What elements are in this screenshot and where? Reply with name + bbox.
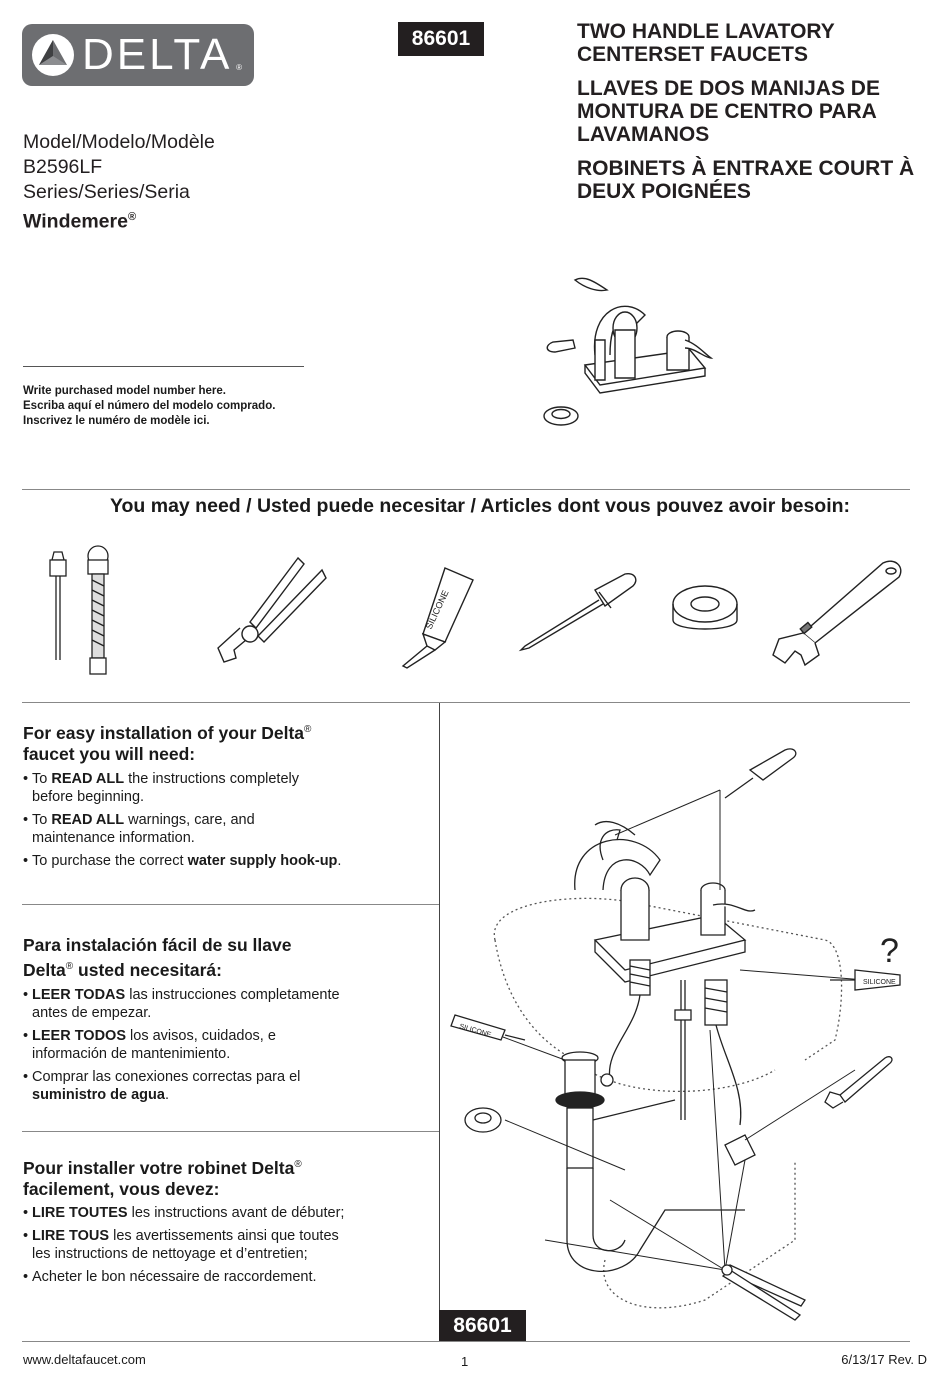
list-item-bold: water supply hook-up — [187, 853, 338, 869]
delta-logo: DELTA ® — [22, 24, 254, 86]
series-label: Series/Series/Seria — [23, 181, 190, 203]
list-item: •Comprar las conexiones correctas para e… — [23, 1069, 301, 1103]
series-reg: ® — [127, 211, 137, 223]
write-model-en: Write purchased model number here. — [23, 385, 227, 397]
bullet-list-es: •LEER TODAS las instrucciones completame… — [23, 986, 423, 1109]
list-item-text: antes de empezar. — [32, 1005, 152, 1021]
list-item-text: los avisos, cuidados, e — [126, 1028, 276, 1044]
write-model-note: Write purchased model number here. Escri… — [23, 384, 275, 429]
footer-page-number: 1 — [461, 1354, 469, 1369]
bullet-list-en: •To READ ALL the instructions completely… — [23, 770, 423, 875]
divider-es-fr — [22, 1131, 439, 1132]
list-item: •LIRE TOUS les avertissements ainsi que … — [23, 1228, 339, 1262]
list-item-text: . — [337, 853, 342, 869]
brand-name: DELTA — [82, 30, 233, 79]
list-item-bold: LEER TODOS — [32, 1028, 126, 1044]
reg-mark: ® — [65, 961, 74, 972]
delta-triangle-icon — [32, 34, 74, 76]
list-item-bold: LEER TODAS — [32, 987, 126, 1003]
divider-footer — [22, 1341, 910, 1342]
divider-top — [22, 489, 910, 490]
section-heading-fr-line1: Pour installer votre robinet Delta — [23, 1157, 295, 1178]
section-heading-es: Para instalación fácil de su llave Delta… — [23, 935, 423, 981]
series-value-line: Windemere® — [23, 205, 136, 235]
brand-reg: ® — [236, 63, 242, 72]
section-heading-es-line1: Para instalación fácil de su llave — [23, 935, 292, 955]
list-item-text: les instructions de nettoyage et d’entre… — [32, 1246, 308, 1262]
model-write-line — [23, 366, 304, 367]
list-item-text: To purchase the correct — [32, 853, 188, 869]
divider-mid — [22, 702, 910, 703]
list-item-bold: READ ALL — [51, 771, 125, 787]
list-item-text: las instrucciones completamente — [125, 987, 340, 1003]
list-item-bold: LIRE TOUS — [32, 1228, 110, 1244]
list-item-text: Acheter le bon nécessaire de raccordemen… — [32, 1269, 317, 1285]
write-model-es: Escriba aquí el número del modelo compra… — [23, 400, 276, 412]
divider-en-es — [22, 904, 439, 905]
list-item-text: To — [32, 812, 52, 828]
title-french: ROBINETS À ENTRAXE COURT À DEUX POIGNÉES — [577, 157, 915, 203]
model-label: Model/Modelo/Modèle — [23, 131, 215, 153]
list-item: •LIRE TOUTES les instructions avant de d… — [23, 1205, 345, 1221]
silicone-label-right: SILICONE — [863, 979, 896, 986]
plumbers-tape-icon — [672, 585, 738, 630]
list-item-text: . — [164, 1087, 169, 1103]
bullet-list-fr: •LIRE TOUTES les instructions avant de d… — [23, 1204, 423, 1291]
section-heading-es-line2: usted necesitará: — [73, 959, 222, 980]
list-item: •LEER TODAS las instrucciones completame… — [23, 987, 340, 1021]
pliers-icon — [217, 556, 327, 663]
list-item-text: información de mantenimiento. — [32, 1046, 231, 1062]
list-item-text: To — [32, 771, 52, 787]
section-heading-fr-line2: facilement, vous devez: — [23, 1178, 220, 1199]
adjustable-wrench-icon — [772, 560, 902, 667]
question-mark-icon: ? — [880, 932, 899, 970]
model-value: B2596LF — [23, 156, 103, 178]
section-heading-en: For easy installation of your Delta® fau… — [23, 719, 423, 765]
list-item-bold: suministro de agua — [32, 1087, 165, 1103]
reg-mark: ® — [304, 724, 312, 735]
list-item: •To READ ALL the instructions completely… — [23, 771, 299, 805]
list-item-bold: READ ALL — [51, 812, 125, 828]
section-heading-es-delta: Delta — [23, 959, 66, 980]
faucet-product-illustration — [543, 277, 714, 426]
title-spanish: LLAVES DE DOS MANIJAS DE MONTURA DE CENT… — [577, 77, 880, 146]
list-item: •Acheter le bon nécessaire de raccordeme… — [23, 1269, 317, 1285]
reg-mark: ® — [294, 1159, 302, 1170]
title-english: TWO HANDLE LAVATORY CENTERSET FAUCETS — [577, 20, 835, 66]
section-heading-fr: Pour installer votre robinet Delta® faci… — [23, 1154, 423, 1200]
section-heading-en-line2: faucet you will need: — [23, 743, 196, 764]
model-number-badge-bottom: 86601 — [439, 1310, 526, 1342]
installation-illustration: SILICONE SILICONE ? — [450, 748, 901, 1321]
column-divider — [439, 703, 440, 1340]
list-item-text: les avertissements ainsi que toutes — [109, 1228, 339, 1244]
list-item-bold: LIRE TOUTES — [32, 1205, 128, 1221]
tools-heading: You may need / Usted puede necesitar / A… — [109, 495, 851, 517]
list-item-text: maintenance information. — [32, 830, 195, 846]
screwdriver-icon — [518, 572, 637, 652]
supply-lines-icon — [49, 545, 109, 675]
list-item-text: warnings, care, and — [124, 812, 255, 828]
list-item-text: before beginning. — [32, 789, 145, 805]
list-item-text: the instructions completely — [124, 771, 299, 787]
list-item-text: les instructions avant de débuter; — [127, 1205, 345, 1221]
list-item: •To purchase the correct water supply ho… — [23, 853, 342, 869]
list-item-text: Comprar las conexiones correctas para el — [32, 1069, 301, 1085]
section-heading-en-line1: For easy installation of your Delta — [23, 722, 305, 743]
model-number-badge-top: 86601 — [398, 22, 484, 56]
footer-date-rev: 6/13/17 Rev. D — [841, 1352, 927, 1367]
footer-url[interactable]: www.deltafaucet.com — [23, 1352, 146, 1367]
series-value: Windemere — [23, 210, 128, 233]
write-model-fr: Inscrivez le numéro de modèle ici. — [23, 415, 210, 427]
silicone-tube-icon: SILICONE — [401, 567, 474, 669]
